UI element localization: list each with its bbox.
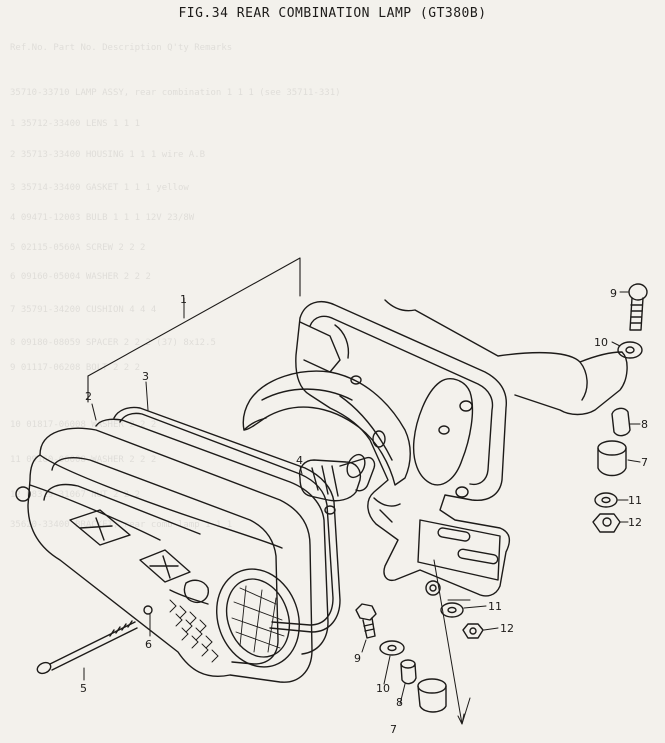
callout-10-upper: 10: [594, 336, 608, 349]
spacer-8-upper: [611, 407, 631, 437]
leader-lines: [83, 291, 641, 725]
ghost-row: 1 35712-33400 LENS 1 1 1: [10, 119, 141, 129]
figure-title: FIG.34 REAR COMBINATION LAMP (GT380B): [178, 6, 487, 21]
callout-8-lower: 8: [396, 696, 403, 709]
callout-9-lower: 9: [354, 652, 361, 665]
washer-10-lower: [379, 640, 405, 656]
cushion-7-upper: [597, 440, 627, 477]
ghost-row: 6 09160-05004 WASHER 2 2 2: [10, 272, 151, 282]
spacer-8-lower: [400, 659, 417, 685]
bolt-9-lower: [355, 603, 377, 639]
ghost-row: 4 09471-12003 BULB 1 1 1 12V 23/8W: [10, 213, 195, 223]
callout-10-lower: 10: [376, 682, 390, 695]
cushion-7-lower: [417, 678, 447, 713]
ghost-row: 3 35714-33400 GASKET 1 1 1 yellow: [10, 183, 189, 193]
washer-11-lower: [440, 602, 464, 618]
washer-10-upper: [617, 341, 643, 359]
nut-12-upper: [592, 513, 621, 533]
bolt-9-upper: [628, 283, 648, 331]
callout-6: 6: [145, 638, 152, 651]
ghost-row: 9 01117-06208 BOLT 2 2 2: [10, 363, 141, 373]
callout-12-upper: 12: [628, 516, 642, 529]
screw-part-5: [36, 620, 138, 675]
reflector-dome: [242, 370, 411, 486]
callout-8-upper: 8: [641, 418, 648, 431]
callout-5: 5: [80, 682, 87, 695]
lamp-housing: [15, 418, 329, 683]
ghost-row: 2 35713-33400 HOUSING 1 1 1 wire A.B: [10, 150, 206, 160]
callout-3: 3: [142, 370, 149, 383]
callout-1: 1: [180, 293, 187, 306]
ghost-row: 10 01817-06008 WASHER 2 2 2: [10, 420, 157, 430]
callout-4: 4: [296, 454, 303, 467]
washer-11-upper: [594, 492, 618, 508]
callout-2: 2: [85, 390, 92, 403]
ghost-row: 7 35791-34200 CUSHION 4 4 4: [10, 305, 157, 315]
assembly-bracket-1: [87, 257, 301, 403]
bulb-socket: [298, 453, 376, 515]
lamp-bracket: [295, 299, 628, 597]
callout-9-upper: 9: [610, 287, 617, 300]
callout-7-upper: 7: [641, 456, 648, 469]
callout-12-lower: 12: [500, 622, 514, 635]
callout-labels: 1 2 3 4 5 6 7 7 8 8 9 9 10 10 11 11 12 1…: [80, 287, 648, 736]
ghost-row: 5 02115-0560A SCREW 2 2 2: [10, 243, 146, 253]
ghost-row: 8 09180-08059 SPACER 2 2 2 (37) 8x12.5: [10, 338, 216, 348]
lamp-gasket: [113, 406, 341, 633]
ghost-row: 11 09160-06008 WASHER 2 2 2: [10, 455, 157, 465]
ghost-row: 12 08319-31067 NUT 2 2 2: [10, 490, 141, 500]
callout-11-lower: 11: [488, 600, 502, 613]
ghost-row: 35710-33710 LAMP ASSY, rear combination …: [10, 88, 341, 98]
ghost-row: 35620-33400 BRACKET, rear comb lamp 1 1 …: [10, 520, 233, 530]
ghost-header: Ref.No. Part No. Description Q'ty Remark…: [10, 43, 233, 53]
callout-7-lower: 7: [390, 723, 397, 736]
callout-11-upper: 11: [628, 494, 642, 507]
nut-12-lower: [462, 623, 484, 639]
